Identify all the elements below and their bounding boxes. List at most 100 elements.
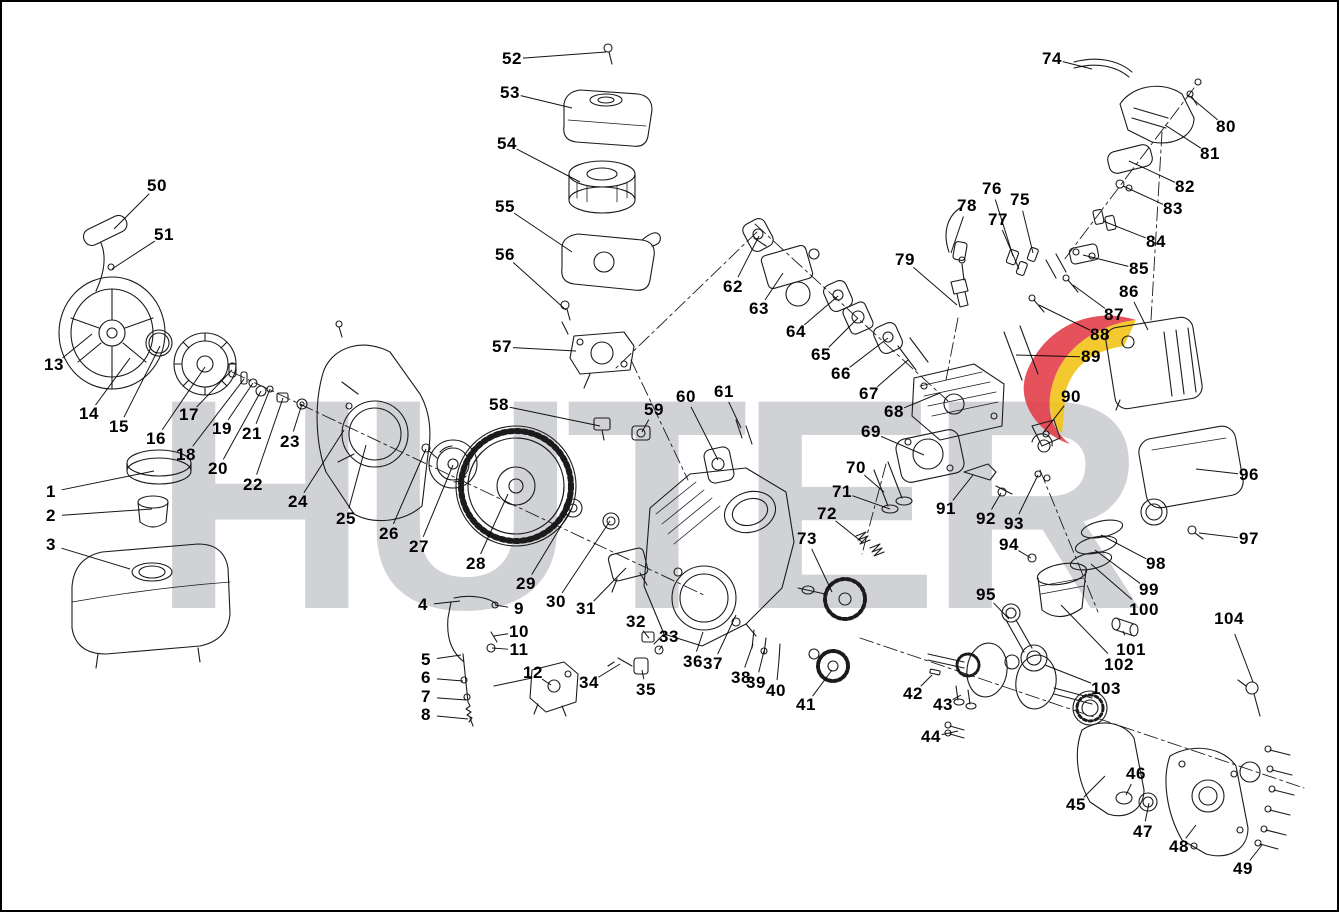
head-gasket (895, 429, 965, 483)
part-number-22: 22 (243, 475, 263, 494)
leader-line-84 (1102, 220, 1146, 239)
part-number-94: 94 (999, 535, 1019, 554)
part-number-17: 17 (179, 405, 199, 424)
leader-line-38 (744, 643, 754, 668)
leader-line-97 (1198, 532, 1239, 539)
part-number-97: 97 (1239, 529, 1259, 548)
leader-line-58 (509, 406, 601, 427)
leader-line-24 (303, 429, 345, 493)
crankcase-cover (1165, 747, 1261, 857)
part-number-69: 69 (861, 422, 881, 441)
part-number-18: 18 (176, 445, 196, 464)
part-number-2: 2 (46, 506, 56, 525)
part-number-23: 23 (280, 432, 300, 451)
leader-line-69 (880, 435, 925, 456)
intake-studs (735, 419, 753, 445)
leader-line-53 (520, 95, 573, 109)
leader-line-74 (1062, 61, 1093, 70)
carb-gasket-b (823, 280, 853, 312)
muffler-gaskets (1068, 144, 1153, 265)
leader-line-13 (62, 333, 93, 359)
leader-line-35 (641, 669, 645, 680)
part-number-20: 20 (208, 459, 228, 478)
part-number-5: 5 (421, 650, 431, 669)
part-number-12: 12 (523, 663, 543, 682)
leader-line-91 (952, 474, 974, 501)
part-number-37: 37 (703, 654, 723, 673)
governor-linkage (447, 595, 499, 727)
leader-line-92 (991, 492, 1002, 510)
leader-line-89 (1015, 354, 1081, 358)
part-number-8: 8 (421, 705, 431, 724)
leader-line-57 (512, 347, 577, 352)
air-box (1138, 425, 1244, 526)
part-number-27: 27 (409, 537, 429, 556)
leader-line-14 (95, 357, 131, 406)
rope-ring (145, 329, 173, 357)
part-number-71: 71 (832, 482, 852, 501)
part-number-62: 62 (723, 277, 743, 296)
part-number-60: 60 (676, 387, 696, 406)
part-number-101: 101 (1116, 640, 1146, 659)
piston-pin (1111, 617, 1139, 637)
tappets (953, 685, 977, 710)
oil-dipstick (1237, 679, 1261, 717)
leader-line-71 (852, 495, 891, 510)
exhaust-pipe (1073, 58, 1133, 78)
part-number-30: 30 (546, 592, 566, 611)
part-number-7: 7 (421, 687, 431, 706)
part-number-46: 46 (1126, 764, 1146, 783)
leader-line-29 (531, 507, 573, 575)
leader-line-23 (292, 403, 303, 432)
head-studs (897, 337, 929, 371)
part-number-64: 64 (786, 322, 806, 341)
part-number-25: 25 (336, 509, 356, 528)
part-number-26: 26 (379, 524, 399, 543)
leader-line-17 (196, 369, 233, 408)
part-number-33: 33 (659, 627, 679, 646)
part-number-77: 77 (988, 210, 1008, 229)
leader-line-28 (480, 493, 509, 555)
leader-line-32 (642, 630, 650, 639)
starter-hardware (228, 362, 308, 410)
part-number-31: 31 (576, 599, 596, 618)
leader-line-5 (436, 654, 462, 659)
part-number-96: 96 (1239, 465, 1259, 484)
cylinder-head (911, 363, 1005, 441)
recoil-starter-housing (58, 276, 166, 390)
fuel-cap (126, 449, 192, 485)
leader-line-22 (256, 397, 284, 475)
leader-line-81 (1164, 124, 1202, 149)
leader-line-41 (812, 669, 833, 697)
valve-springs (855, 531, 885, 557)
part-number-92: 92 (976, 509, 996, 528)
governor-gear (808, 648, 850, 683)
assembly-axis-lines (231, 87, 1305, 789)
leader-line-6 (436, 678, 464, 682)
part-number-82: 82 (1175, 177, 1195, 196)
part-number-78: 78 (957, 196, 977, 215)
part-number-100: 100 (1129, 600, 1159, 619)
leader-line-59 (641, 419, 650, 433)
part-number-1: 1 (46, 482, 56, 501)
part-number-42: 42 (903, 684, 923, 703)
logo-red-arc (1023, 315, 1136, 444)
part-number-3: 3 (46, 535, 56, 554)
part-number-93: 93 (1004, 514, 1024, 533)
leader-line-72 (835, 520, 863, 543)
leader-line-79 (912, 266, 958, 306)
intake-gasket (703, 446, 735, 484)
part-number-32: 32 (626, 612, 646, 631)
part-number-98: 98 (1146, 554, 1166, 573)
leader-line-99 (1094, 549, 1141, 584)
leader-line-9 (494, 604, 509, 608)
leader-line-100 (1090, 563, 1133, 600)
crankcase-gasket (1076, 722, 1145, 817)
part-number-73: 73 (797, 529, 817, 548)
camshaft (797, 577, 867, 621)
leader-line-63 (764, 272, 784, 301)
part-number-4: 4 (418, 595, 428, 614)
carb-insulator (842, 301, 874, 335)
part-number-35: 35 (636, 680, 656, 699)
part-number-45: 45 (1066, 795, 1086, 814)
